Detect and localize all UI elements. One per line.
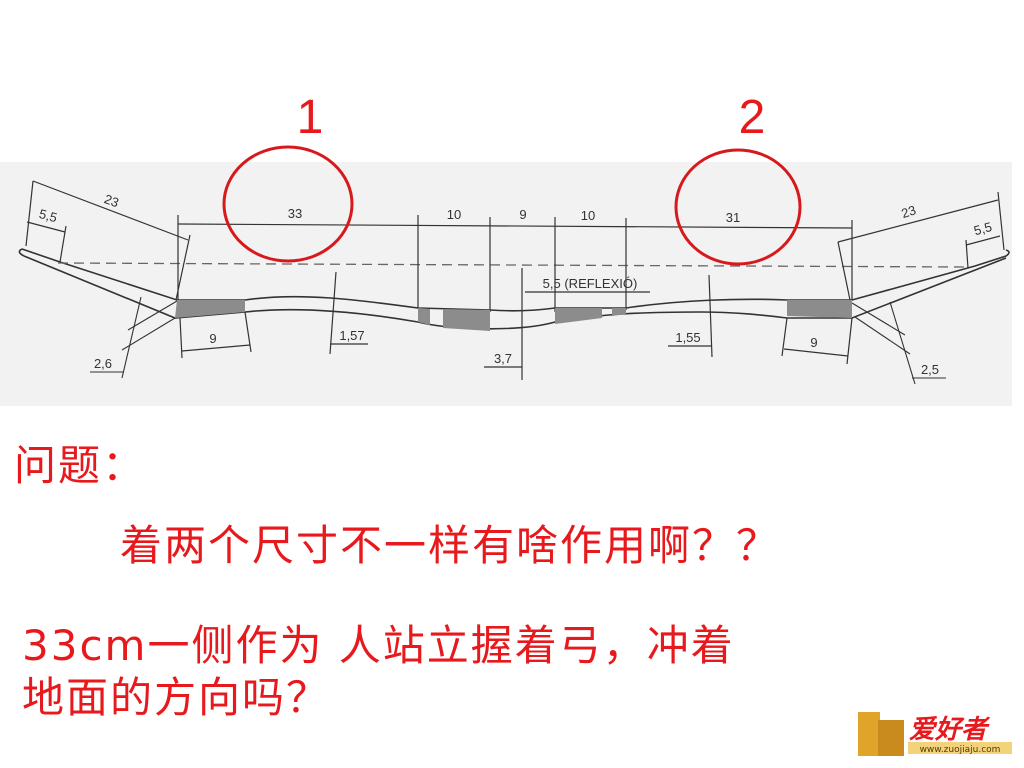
dim-right-thickness: 1,55 xyxy=(675,330,700,345)
question-line-3: 地面的方向吗？ xyxy=(22,673,331,722)
dim-right-limb: 23 xyxy=(899,202,917,221)
highlight-circle-2 xyxy=(674,148,802,266)
right-grip-block xyxy=(787,300,852,318)
dim-left-tip: 5,5 xyxy=(37,206,58,225)
question-heading: 问题： xyxy=(14,441,147,490)
dim-grip-left: 33 xyxy=(288,206,302,221)
left-handle-block xyxy=(418,308,490,331)
dim-left-thickness: 1,57 xyxy=(339,328,364,343)
dim-right-tip: 5,5 xyxy=(972,219,993,238)
reference-dashed-line xyxy=(57,262,967,268)
highlight-circle-1 xyxy=(222,145,354,263)
marker-label-1: 1 xyxy=(297,91,324,144)
right-handle-block xyxy=(555,308,626,324)
question-line-2: 33cm一侧作为 人站立握着弓，冲着 xyxy=(22,621,735,670)
dim-center-thickness: 3,7 xyxy=(494,351,512,366)
dim-handle-b: 9 xyxy=(519,207,526,222)
dim-left-limb: 23 xyxy=(102,191,121,210)
dim-reflex: 5,5 (REFLEXIÓ) xyxy=(543,276,638,291)
question-line-1: 着两个尺寸不一样有啥作用啊？？ xyxy=(120,521,781,570)
dim-right-angle: 2,5 xyxy=(921,362,939,377)
drawing-background xyxy=(0,162,1012,406)
left-grip-block xyxy=(175,300,245,318)
bow-technical-drawing: 23 5,5 33 10 9 10 31 23 5,5 5,5 (REFLEXI… xyxy=(0,91,1012,406)
svg-text:www.zuojiaju.com: www.zuojiaju.com xyxy=(920,745,1001,755)
dim-grip-right: 31 xyxy=(726,210,740,225)
dimension-line-top xyxy=(177,223,853,229)
dim-left-angle: 2,6 xyxy=(94,356,112,371)
dim-handle-c: 10 xyxy=(581,208,595,223)
dim-left-block: 9 xyxy=(209,331,216,346)
marker-label-2: 2 xyxy=(739,91,766,144)
bow-lower-edge xyxy=(23,255,1007,330)
svg-text:爱好者: 爱好者 xyxy=(909,715,991,745)
site-logo: 爱好者 www.zuojiaju.com xyxy=(856,706,1016,762)
dim-handle-a: 10 xyxy=(447,207,461,222)
dim-right-block: 9 xyxy=(810,335,817,350)
